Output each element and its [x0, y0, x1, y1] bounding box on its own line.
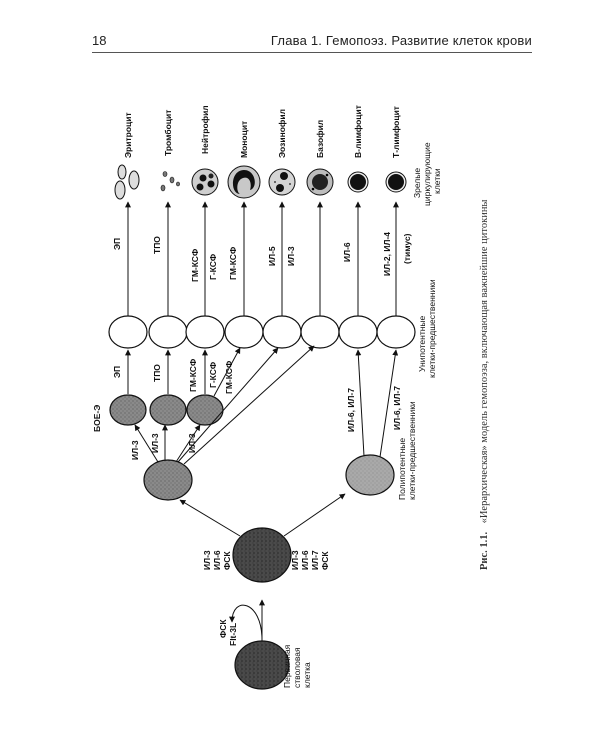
myeloid-multipotent-cell	[143, 459, 193, 501]
factor-eos-1: ИЛ-5	[267, 246, 277, 266]
mature-label-t-lymphocyte: Т-лимфоцит	[391, 106, 401, 158]
polypotent-label-1: Полипотентные	[397, 438, 407, 500]
unipotent-neutrophil	[185, 315, 225, 349]
factor-mono: ГМ-КСФ	[228, 247, 238, 280]
monocyte-cell	[227, 165, 261, 199]
unipotent-label-1: Унипотентные	[417, 315, 427, 372]
factor-b: ИЛ-6	[342, 242, 352, 262]
mature-label-erythrocyte: Эритроцит	[123, 112, 133, 158]
mature-label-neutrophil: Нейтрофил	[200, 105, 210, 154]
boe-e-cell	[109, 394, 147, 426]
stem-cell-label-3: клетка	[302, 662, 312, 688]
unipotent-t-lymphocyte	[376, 315, 416, 349]
lymphoid-polypotent-cell	[345, 454, 395, 496]
erythrocyte-cell	[114, 164, 140, 200]
early-progenitor-cell	[232, 527, 292, 583]
stem-cell	[234, 640, 290, 690]
thrombocyte-cell	[160, 171, 180, 192]
factor-il3-b: ИЛ-3	[290, 550, 300, 570]
factor-thrombo: ТПО	[152, 236, 162, 254]
unipotent-megakaryocyte	[148, 315, 188, 349]
mature-label-thrombocyte: Тромбоцит	[163, 110, 173, 156]
to-myeloid-arrow	[179, 499, 241, 537]
unipotent-b-lymphocyte	[338, 315, 378, 349]
factor-il6-a: ИЛ-6	[212, 550, 222, 570]
factor-poly-b: ИЛ-6, ИЛ-7	[346, 388, 356, 432]
caption-text: «Иерархическая» модель гемопоэза, включа…	[479, 200, 490, 524]
factor-neut-2: Г-КСФ	[208, 254, 218, 280]
factor-t-2: (тимус)	[402, 233, 412, 264]
stem-cell-label-2: стволовая	[292, 647, 302, 688]
mature-label-monocyte: Моноцит	[239, 121, 249, 158]
stem-cell-label-1: Первичная	[282, 644, 292, 688]
self-renewal-arrow	[229, 604, 263, 641]
mature-group-label-2: циркулирующие	[422, 142, 432, 206]
running-head: Глава 1. Гемопоэз. Развитие клеток крови	[270, 33, 532, 48]
mature-label-basophil: Базофил	[315, 120, 325, 158]
boe-label: БОЕ-Э	[92, 405, 102, 432]
factor-myeloid-boe: ИЛ-3	[130, 440, 140, 460]
factor-eos-2: ИЛ-3	[286, 246, 296, 266]
factor-il7-b: ИЛ-7	[310, 550, 320, 570]
factor-myeloid-gran: ИЛ-3	[187, 433, 197, 453]
mature-group-label-1: Зрелые	[412, 168, 422, 198]
mature-label-b-lymphocyte: В-лимфоцит	[353, 105, 363, 158]
factor-gran-neut-2: Г-КСФ	[208, 362, 218, 388]
factor-myeloid-tpo: ИЛ-3	[150, 433, 160, 453]
factor-fsk-a: ФСК	[222, 551, 232, 570]
poly-to-b-arrow	[355, 349, 365, 457]
unipotent-monocyte	[224, 315, 264, 349]
to-lymphoid-arrow	[283, 493, 346, 537]
factor-gran-neut-1: ГМ-КСФ	[188, 359, 198, 392]
unipotent-label-2: клетки-предшественники	[427, 279, 437, 378]
factor-fsk-b: ФСК	[320, 551, 330, 570]
factor-t-1: ИЛ-2, ИЛ-4	[382, 232, 392, 276]
unipotent-erythroid	[108, 315, 148, 349]
factor-poly-t: ИЛ-6, ИЛ-7	[392, 386, 402, 430]
granulocyte-progenitor-cell	[186, 394, 224, 426]
unipotent-eosinophil	[262, 315, 302, 349]
poly-to-t-arrow	[379, 349, 399, 458]
factor-gran-mono: ГМ-КСФ	[224, 361, 234, 394]
to-granulocyte-progenitor-arrow	[175, 424, 201, 463]
factor-tpo-uni: ТПО	[152, 364, 162, 382]
t-lymphocyte-cell	[385, 171, 407, 193]
mature-label-eosinophil: Эозинофил	[277, 109, 287, 158]
page-header: 18 Глава 1. Гемопоэз. Развитие клеток кр…	[92, 30, 532, 53]
factor-il6-b: ИЛ-6	[300, 550, 310, 570]
self-renewal-flt3l: Flt-3L	[228, 623, 238, 646]
gran-to-mono-arrow	[213, 347, 241, 397]
basophil-cell	[306, 168, 334, 196]
megakaryocyte-progenitor-cell	[149, 394, 187, 426]
myeloid-to-eos-arrow	[177, 347, 279, 463]
caption-label: Рис. 1.1.	[479, 532, 490, 570]
factor-ery: ЭП	[112, 238, 122, 250]
eosinophil-cell	[268, 168, 296, 196]
to-boe-arrow	[134, 424, 159, 463]
b-lymphocyte-cell	[347, 171, 369, 193]
polypotent-label-2: клетки-предшественники	[407, 401, 417, 500]
myeloid-to-baso-arrow	[183, 345, 315, 465]
page-number: 18	[92, 33, 107, 48]
factor-boe-uni: ЭП	[112, 366, 122, 378]
self-renewal-fsk: ФСК	[218, 619, 228, 638]
factor-il3-a: ИЛ-3	[202, 550, 212, 570]
factor-neut-1: ГМ-КСФ	[190, 249, 200, 282]
mature-group-label-3: клетки	[432, 168, 442, 194]
figure-caption: Рис. 1.1. «Иерархическая» модель гемопоэ…	[474, 200, 491, 571]
neutrophil-cell	[191, 168, 219, 196]
unipotent-row	[108, 315, 416, 349]
unipotent-basophil	[300, 315, 340, 349]
